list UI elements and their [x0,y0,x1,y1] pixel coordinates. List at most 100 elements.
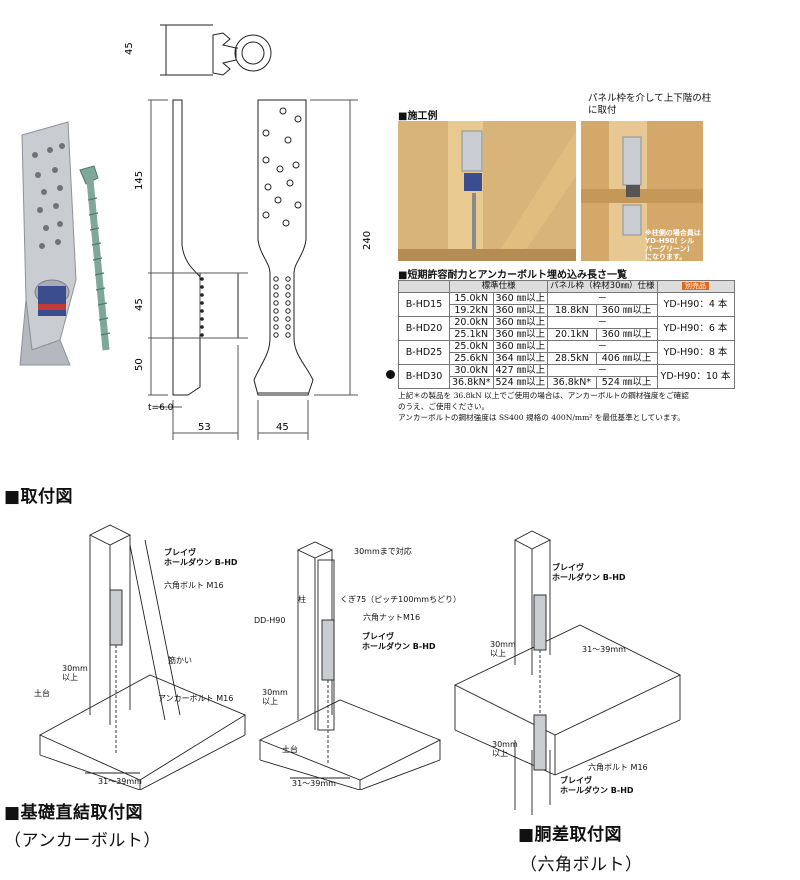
foundation-heading: ■基礎直結取付図 [4,803,144,823]
d2-dd: DD-H90 [254,616,286,625]
product-photo [19,121,111,366]
table-notes: 上記＊の製品を 36.8kN 以上でご使用の場合は、アンカーボルトの鋼材強度をご… [398,390,758,423]
dim-45-mid: 45 [134,298,145,311]
cell: 364 ㎜以上 [492,352,549,365]
d1-sill: 土台 [34,689,50,698]
d3-gap-top-line1: 30mm [490,640,516,649]
construction-example-heading: ■施工例 [398,111,438,122]
d1-brave-line2: ホールダウン B-HD [164,558,238,567]
bullet-dot [386,370,395,379]
header-standard: 標準仕様 [448,280,549,293]
d2-gap-line1: 30mm [262,688,288,697]
diagram-foundation-panel [258,541,442,790]
header-blank [398,280,450,293]
d2-brave-line1: ブレイヴ [362,632,394,641]
d3-gap-top-line2: 以上 [490,649,506,658]
install-heading: ■取付図 [4,487,74,507]
cell: － [547,364,658,377]
front-view-nail-rows [273,276,291,338]
note-line1: 上記＊の製品を 36.8kN 以上でご使用の場合は、アンカーボルトの鋼材強度をご… [398,391,689,400]
accessory-cell: YD-H90：8 本 [656,340,735,365]
d3-brave-bottom-label: ブレイヴ ホールダウン B-HD [560,776,634,796]
d2-pillar: 柱 [298,595,306,604]
cell: 360 ㎜以上 [492,328,549,341]
d3-brave-bot-line1: ブレイヴ [560,776,592,785]
d1-gap-line1: 30mm [62,664,88,673]
cell: 360 ㎜以上 [595,304,658,317]
d1-brave-line1: ブレイヴ [164,548,196,557]
beam-heading: ■胴差取付図 [518,825,623,845]
cell: － [547,316,658,329]
model-cell: B-HD15 [398,292,450,317]
cell: 25.0kN [449,340,494,353]
construction-right-caption: パネル枠を介して上下階の柱 に取付 [588,93,711,117]
technical-drawing: 45 145 45 50 t=6.0 53 [124,24,373,440]
d1-range: 31～39mm [98,777,142,786]
cell: 20.0kN [449,316,494,329]
d2-brave-label: ブレイヴ ホールダウン B-HD [362,632,436,652]
badge-separate-item: 別売品 [682,282,709,290]
side-view [148,99,248,440]
front-view-holes [262,107,302,227]
d3-brave-bot-line2: ホールダウン B-HD [560,786,634,795]
cell: 36.8kN* [547,376,597,389]
accessory-cell: YD-H90：6 本 [656,316,735,341]
note-line3: アンカーボルトの鋼材強度は SS400 規格の 400N/mm² を最低基準とし… [398,413,685,422]
photo-note-line2: YD-H90( シル [645,237,695,245]
cell: 360 ㎜以上 [492,292,549,305]
header-panel: パネル枠（枠材30㎜）仕様 [547,280,658,293]
d2-hex-nut: 六角ナットM16 [363,613,421,622]
d3-hex-bolt: 六角ボルト M16 [588,763,648,772]
d3-gap-bot-line2: 以上 [492,749,508,758]
diagram-beam [453,530,682,815]
d1-brace: 筋かい [168,656,192,665]
model-cell: B-HD25 [398,340,450,365]
d2-gap: 30mm 以上 [262,688,288,706]
table-heading: ■短期許容耐力とアンカーボルト埋め込み長さ一覧 [398,270,628,281]
cell: 524 ㎜以上 [595,376,658,389]
cell: 360 ㎜以上 [595,328,658,341]
cell: － [547,340,658,353]
d3-gap-top: 30mm 以上 [490,640,516,658]
construction-photo-right: ※柱側の場合員は YD-H90( シル バーグリーン) になります。 [581,121,703,261]
accessory-cell: YD-H90：10 本 [656,364,735,389]
cell: 28.5kN [547,352,597,365]
cell: 30.0kN [449,364,494,377]
photo-note-line3: バーグリーン) [645,245,690,253]
dim-45-top: 45 [124,42,135,55]
cell: 524 ㎜以上 [492,376,549,389]
d3-range: 31～39mm [582,645,626,654]
right-caption-line2: に取付 [588,105,617,116]
d2-sill: 土台 [282,745,298,754]
accessory-cell: YD-H90：4 本 [656,292,735,317]
dim-50: 50 [134,358,145,371]
model-cell: B-HD20 [398,316,450,341]
d2-gap-line2: 以上 [262,697,278,706]
dim-145: 145 [134,171,145,190]
d2-range: 31～39mm [292,779,336,788]
cell: 19.2kN [449,304,494,317]
cell: 20.1kN [547,328,597,341]
front-view [253,99,314,396]
cell: 360 ㎜以上 [492,340,549,353]
d1-anchor: アンカーボルト M16 [158,694,234,703]
photo-note: ※柱側の場合員は YD-H90( シル バーグリーン) になります。 [645,229,701,261]
note-line2: のうえ、ご使用ください。 [398,402,490,411]
d3-brave-top-line2: ホールダウン B-HD [552,573,626,582]
table-row: 36.8kN*524 ㎜以上 36.8kN*524 ㎜以上 [399,376,735,389]
d1-brave-label: ブレイヴ ホールダウン B-HD [164,548,238,568]
cell: 360 ㎜以上 [492,316,549,329]
cell: 18.8kN [547,304,597,317]
dim-240: 240 [362,231,373,250]
cell: 360 ㎜以上 [492,304,549,317]
photo-note-line1: ※柱側の場合員は [645,229,701,237]
dim-45-width: 45 [276,422,289,433]
photo-note-line4: になります。 [645,253,687,261]
